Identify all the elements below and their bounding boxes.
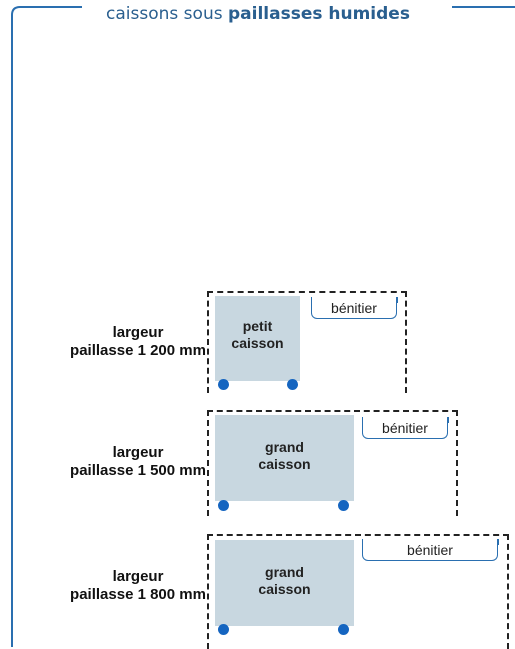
width-label-line2: paillasse 1 500 mm	[70, 462, 206, 479]
sink-label: bénitier	[310, 297, 398, 319]
caisson-large: grand caisson	[215, 415, 354, 501]
width-label-line1: largeur	[112, 568, 164, 585]
sink-label: bénitier	[361, 539, 499, 561]
width-label-1800: largeur paillasse 1 800 mm	[48, 568, 228, 604]
wheel-icon	[218, 624, 229, 635]
width-label-1500: largeur paillasse 1 500 mm	[48, 444, 228, 480]
worktop-outline-1200	[207, 291, 407, 393]
width-label-line1: largeur	[112, 324, 164, 341]
width-label-line2: paillasse 1 200 mm	[70, 342, 206, 359]
wheel-icon	[338, 624, 349, 635]
caisson-label-line1: petit	[242, 318, 273, 334]
caisson-label-line1: grand	[265, 564, 304, 580]
title-bold: paillasses humides	[227, 4, 410, 24]
caisson-label-line2: caisson	[258, 581, 311, 597]
wheel-icon	[218, 500, 229, 511]
caisson-label-line2: caisson	[231, 335, 284, 351]
worktop-outline-1500	[207, 410, 458, 516]
sink-label: bénitier	[361, 417, 449, 439]
width-label-line1: largeur	[112, 444, 164, 461]
worktop-outline-1800	[207, 534, 509, 649]
section-title: caissons sous paillasses humides	[0, 4, 515, 24]
wheel-icon	[338, 500, 349, 511]
caisson-label-line2: caisson	[258, 456, 311, 472]
caisson-small: petit caisson	[215, 296, 300, 381]
title-prefix: caissons sous	[106, 4, 228, 24]
caisson-large: grand caisson	[215, 540, 354, 626]
width-label-line2: paillasse 1 800 mm	[70, 586, 206, 603]
wheel-icon	[287, 379, 298, 390]
caisson-label-line1: grand	[265, 439, 304, 455]
width-label-1200: largeur paillasse 1 200 mm	[48, 324, 228, 360]
wheel-icon	[218, 379, 229, 390]
